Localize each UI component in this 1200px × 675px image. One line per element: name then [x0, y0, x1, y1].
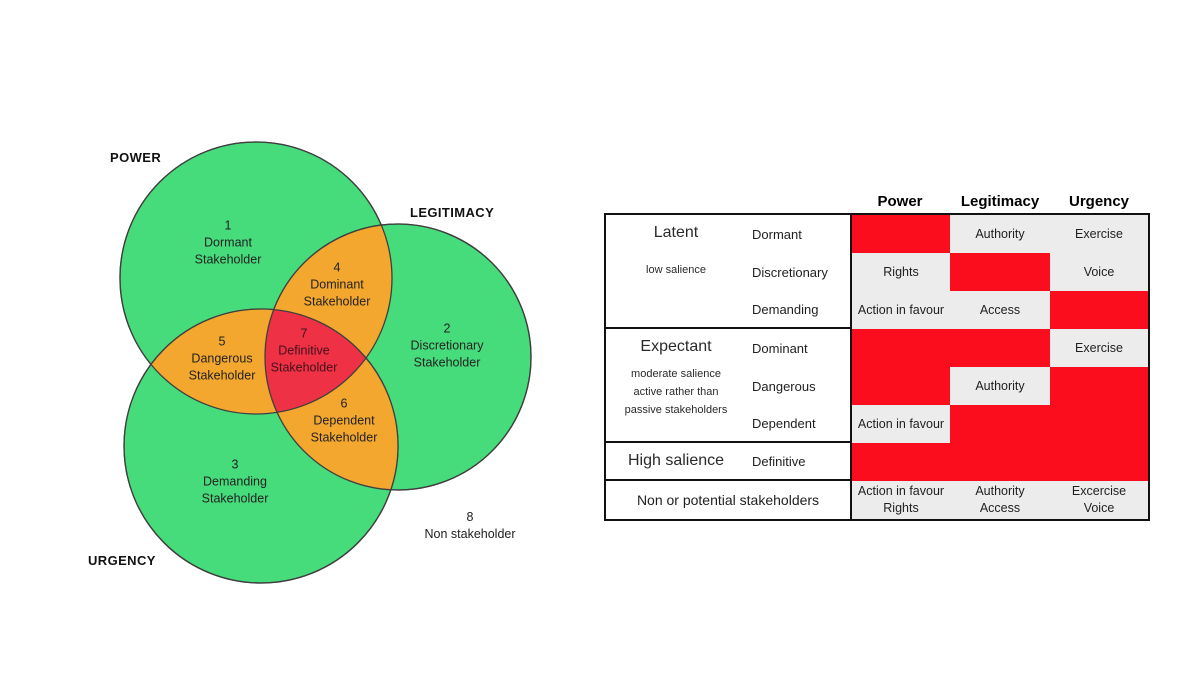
cell-dangerous-legitimacy: Authority: [950, 367, 1050, 405]
cell-discretionary-power: Rights: [850, 253, 950, 291]
region-suffix: Stakeholder: [270, 360, 338, 375]
row-label-dormant: Dormant: [746, 215, 850, 253]
urgency-circle-label: URGENCY: [88, 553, 156, 568]
region-number: 5: [218, 334, 226, 349]
venn-region-definitive: 7 Definitive Stakeholder: [271, 326, 338, 377]
row-label-definitive: Definitive: [746, 443, 850, 481]
row-label-dangerous: Dangerous: [746, 367, 850, 405]
cell-dependent-legitimacy-highlight: [950, 405, 1050, 443]
cell-dangerous-urgency-highlight: [1050, 367, 1148, 405]
cell-dormant-urgency: Exercise: [1050, 215, 1148, 253]
row-label-demanding: Demanding: [746, 291, 850, 329]
group-subtitle: low salience: [646, 264, 706, 276]
triple-overlap: [265, 309, 392, 414]
footer-label: Non or potential stakeholders: [606, 481, 850, 519]
legitimacy-circle-label: LEGITIMACY: [410, 205, 495, 220]
venn-region-demanding: 3 Demanding Stakeholder: [202, 457, 269, 508]
cell-footer-power: Action in favour Rights: [850, 481, 950, 519]
region-name: Dependent: [313, 413, 375, 428]
power-circle-label: POWER: [110, 150, 162, 165]
group-subtitle-line: moderate salience: [631, 368, 721, 380]
region-name: Dormant: [204, 235, 252, 250]
cell-discretionary-legitimacy-highlight: [950, 253, 1050, 291]
cell-footer-urgency: Excercise Voice: [1050, 481, 1148, 519]
venn-circles-svg: [119, 141, 532, 584]
cell-dominant-power-highlight: [850, 329, 950, 367]
region-suffix: Stakeholder: [310, 430, 378, 445]
venn-diagram: POWER LEGITIMACY URGENCY 1 Dormant Stake…: [88, 141, 532, 584]
cell-definitive-legitimacy-highlight: [950, 443, 1050, 481]
cell-dormant-power-highlight: [850, 215, 950, 253]
footer-power-line1: Action in favour: [857, 484, 945, 498]
column-header-power: Power: [877, 192, 923, 210]
cell-dependent-power: Action in favour: [850, 405, 950, 443]
region-number: 4: [333, 260, 341, 275]
region-name: Demanding: [203, 474, 267, 489]
venn-region-non-stakeholder: 8 Non stakeholder: [424, 509, 515, 543]
cell-definitive-urgency-highlight: [1050, 443, 1148, 481]
region-suffix: Stakeholder: [201, 491, 269, 506]
footer-urgency-line2: Voice: [1083, 501, 1115, 515]
footer-power-line2: Rights: [883, 501, 919, 515]
region-name: Dominant: [310, 277, 364, 292]
footer-legitimacy-line1: Authority: [975, 484, 1025, 498]
row-label-discretionary: Discretionary: [746, 253, 850, 291]
cell-dominant-urgency: Exercise: [1050, 329, 1148, 367]
cell-demanding-power: Action in favour: [850, 291, 950, 329]
column-header-legitimacy: Legitimacy: [960, 192, 1040, 210]
row-label-dominant: Dominant: [746, 329, 850, 367]
region-name: Definitive: [278, 343, 330, 358]
cell-footer-legitimacy: Authority Access: [950, 481, 1050, 519]
column-header-urgency: Urgency: [1068, 192, 1130, 210]
group-title: Latent: [653, 224, 699, 241]
cell-dangerous-power-highlight: [850, 367, 950, 405]
cell-demanding-urgency-highlight: [1050, 291, 1148, 329]
region-name: Dangerous: [191, 351, 253, 366]
region-suffix: Stakeholder: [188, 368, 256, 383]
footer-legitimacy-line2: Access: [979, 501, 1021, 515]
venn-region-dormant: 1 Dormant Stakeholder: [195, 218, 262, 269]
venn-region-dominant: 4 Dominant Stakeholder: [304, 260, 371, 311]
cell-dependent-urgency-highlight: [1050, 405, 1148, 443]
region-suffix: Stakeholder: [413, 355, 481, 370]
footer-urgency-line1: Excercise: [1071, 484, 1127, 498]
venn-region-dependent: 6 Dependent Stakeholder: [311, 396, 378, 447]
group-title: Expectant: [640, 338, 712, 355]
region-name: Non stakeholder: [424, 527, 516, 541]
group-title: High salience: [627, 452, 725, 469]
region-number: 8: [466, 510, 474, 524]
cell-demanding-legitimacy: Access: [950, 291, 1050, 329]
region-suffix: Stakeholder: [303, 294, 371, 309]
cell-dominant-legitimacy-highlight: [950, 329, 1050, 367]
group-subtitle-line: passive stakeholders: [624, 404, 728, 416]
region-number: 1: [224, 218, 232, 233]
group-expectant: Expectant moderate salience active rathe…: [606, 329, 746, 443]
region-suffix: Stakeholder: [194, 252, 262, 267]
table-column-headers: Power Legitimacy Urgency: [606, 191, 1148, 211]
region-number: 3: [231, 457, 239, 472]
group-subtitle-line: active rather than: [633, 386, 719, 398]
cell-dormant-legitimacy: Authority: [950, 215, 1050, 253]
power-legitimacy-overlap: [265, 224, 392, 414]
row-label-dependent: Dependent: [746, 405, 850, 443]
cell-discretionary-urgency: Voice: [1050, 253, 1148, 291]
group-latent: Latent low salience: [606, 215, 746, 329]
region-number: 2: [443, 321, 451, 336]
venn-region-dangerous: 5 Dangerous Stakeholder: [189, 334, 256, 385]
venn-region-discretionary: 2 Discretionary Stakeholder: [411, 321, 484, 372]
region-name: Discretionary: [410, 338, 484, 353]
cell-definitive-power-highlight: [850, 443, 950, 481]
salience-table: Latent low salience Expectant moderate s…: [604, 213, 1150, 521]
group-high-salience: High salience: [606, 443, 746, 481]
region-number: 6: [340, 396, 348, 411]
region-number: 7: [300, 326, 308, 341]
